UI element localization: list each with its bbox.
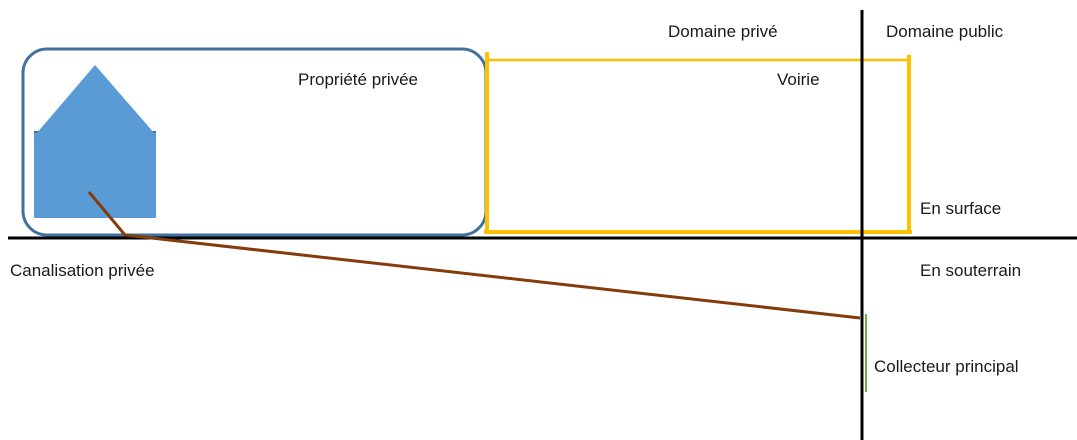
private-pipe: [87, 191, 861, 320]
house-roof: [36, 65, 155, 134]
label-domaine-prive: Domaine privé: [668, 22, 778, 41]
label-propriete-privee: Propriété privée: [298, 70, 418, 89]
house-body: [34, 132, 156, 218]
label-domaine-public: Domaine public: [886, 22, 1004, 41]
label-voirie: Voirie: [777, 70, 820, 89]
house-icon: [34, 65, 156, 218]
label-en-souterrain: En souterrain: [920, 261, 1021, 280]
label-en-surface: En surface: [920, 199, 1001, 218]
label-canalisation-privee: Canalisation privée: [10, 261, 155, 280]
label-collecteur-principal: Collecteur principal: [874, 357, 1019, 376]
voirie-outline: [484, 52, 912, 234]
